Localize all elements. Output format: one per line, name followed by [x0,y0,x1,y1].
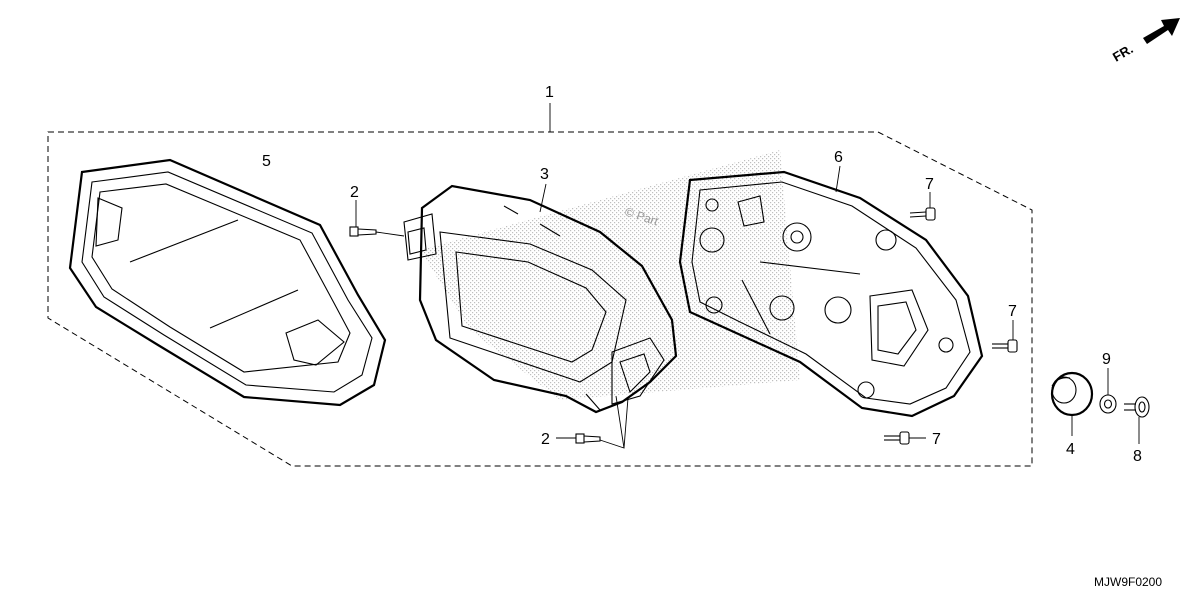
front-direction-label: FR. [1110,41,1136,64]
part-2-screw-lower [556,395,629,449]
callout-4: 4 [1066,441,1075,458]
callout-2-upper: 2 [350,184,359,201]
part-8-screw [1124,396,1150,444]
callout-7-top: 7 [925,176,934,193]
callout-7-right: 7 [1008,303,1017,320]
part-4-grommet [1050,371,1094,436]
part-2-screw-upper [349,200,405,237]
part-7-bolt-top [909,192,936,221]
drawing-code: MJW9F0200 [1094,575,1162,589]
front-direction-arrow: FR. [1110,18,1180,65]
callout-7-bottom: 7 [932,431,941,448]
part-7-bolt-right [992,320,1018,353]
callout-3: 3 [540,166,549,183]
callout-2-lower: 2 [541,431,550,448]
callout-6: 6 [834,149,843,166]
part-3-meter-assembly [403,183,678,414]
part-5-meter-lens [68,158,387,407]
part-9-washer [1099,368,1117,414]
callout-5: 5 [262,153,271,170]
callout-1: 1 [545,84,554,101]
callout-8: 8 [1133,448,1142,465]
callout-9: 9 [1102,351,1111,368]
assembly-boundary [47,131,1033,467]
watermark-shading [420,150,800,400]
part-6-meter-case [678,165,984,418]
part-7-bolt-bottom [884,431,926,445]
